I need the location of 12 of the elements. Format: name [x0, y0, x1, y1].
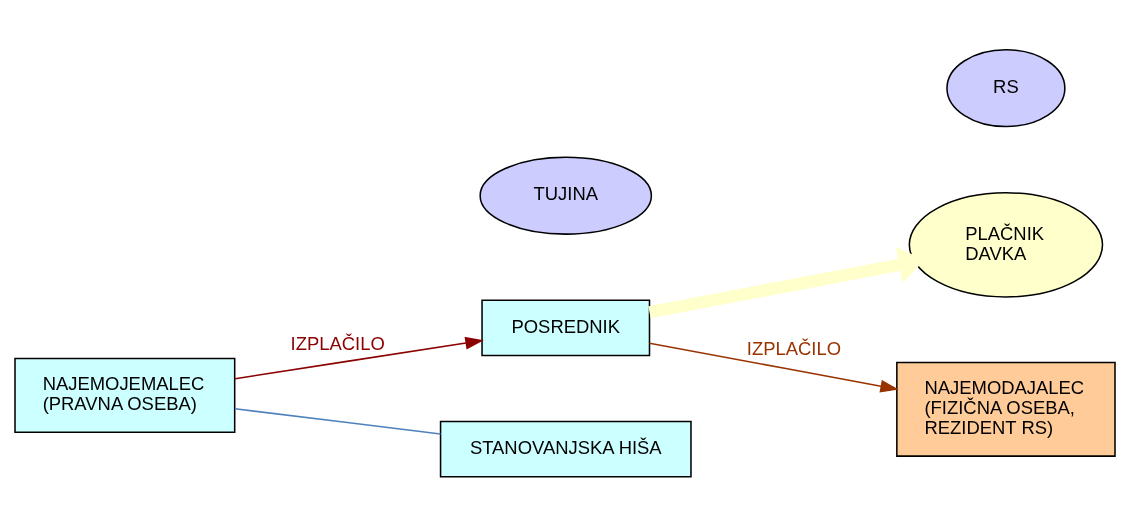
node-ellipse: PLAČNIK DAVKA [908, 191, 1104, 298]
node-box: NAJEMODAJALEC (FIZIČNA OSEBA, REZIDENT RS) [896, 361, 1116, 457]
arrow [648, 341, 899, 393]
node-ellipse: RS [946, 48, 1066, 127]
node-ellipse: TUJINA [479, 156, 653, 235]
node-box: NAJEMOJEMALEC (PRAVNA OSEBA) [14, 357, 236, 433]
node-box: STANOVANJSKA HIŠA [439, 420, 692, 478]
arrow [234, 336, 484, 379]
edge-label: IZPLAČILO [290, 332, 385, 354]
edge-label: IZPLAČILO [746, 337, 841, 359]
node-box: POSREDNIK [481, 298, 651, 356]
connector [234, 407, 442, 435]
